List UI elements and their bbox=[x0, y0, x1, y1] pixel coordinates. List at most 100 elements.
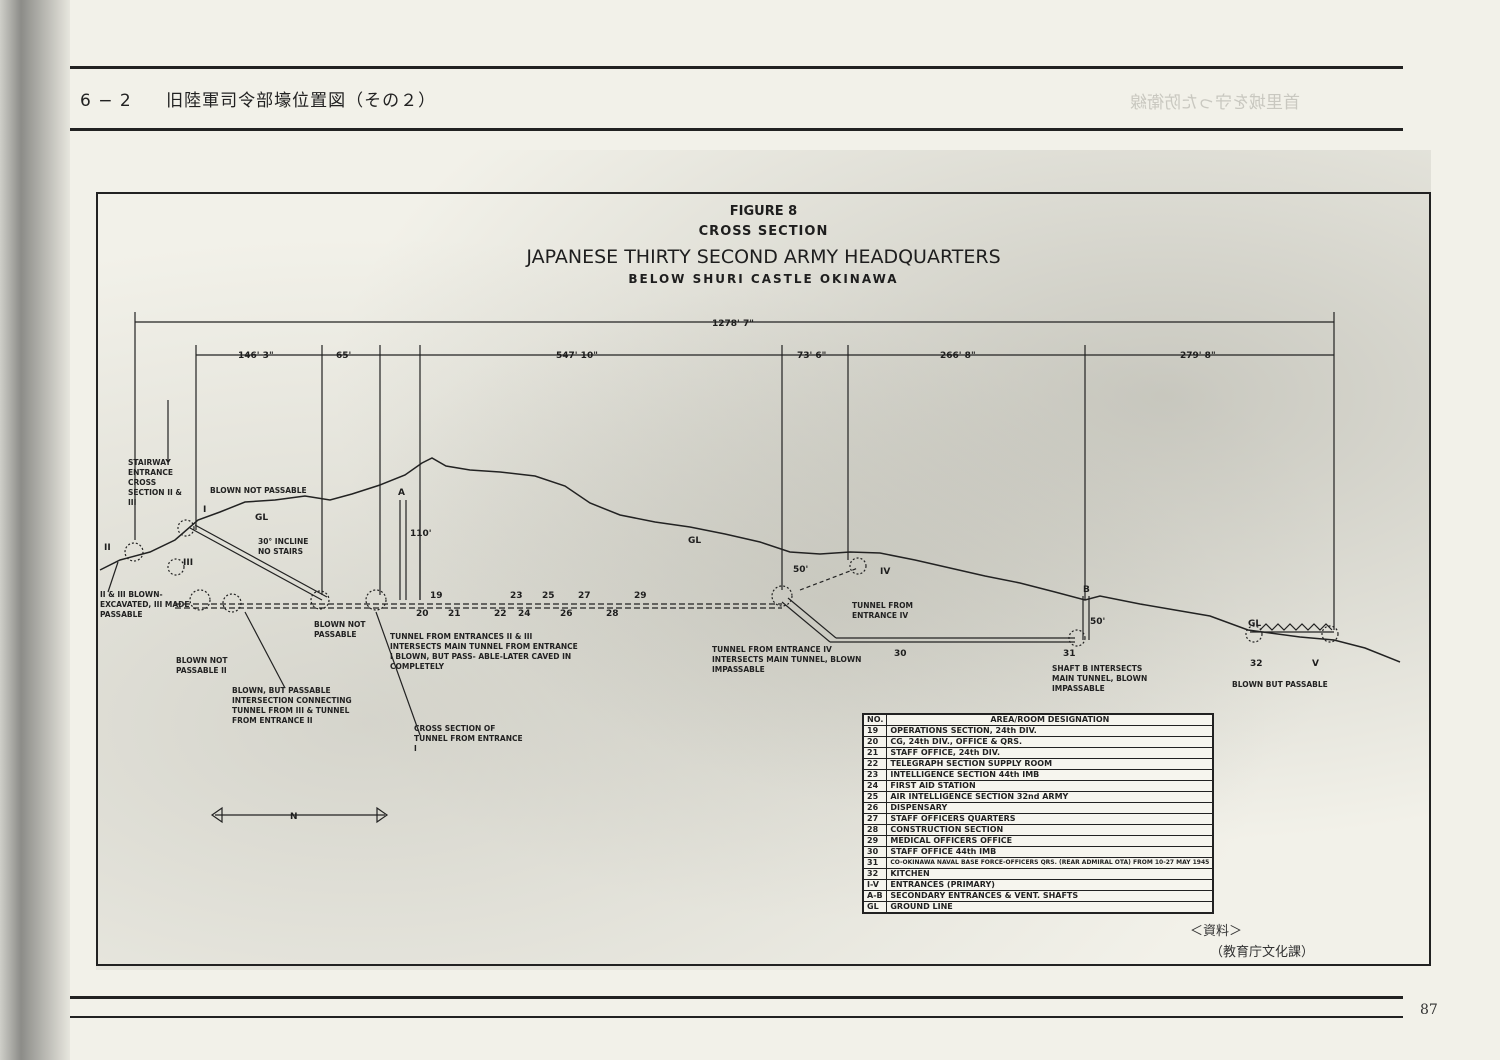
room-number: 31 bbox=[1063, 649, 1076, 659]
binding-gutter bbox=[0, 0, 70, 1060]
legend-number: 32 bbox=[862, 868, 888, 880]
depth-label: 50' bbox=[793, 565, 808, 575]
legend-header-row: NO.AREA/ROOM DESIGNATION bbox=[862, 713, 1214, 726]
section-number: 6 − 2 bbox=[80, 91, 132, 111]
bottom-rule-1 bbox=[70, 996, 1403, 999]
source-name: （教育庁文化課） bbox=[1210, 945, 1315, 960]
legend-designation: TELEGRAPH SECTION SUPPLY ROOM bbox=[886, 758, 1214, 770]
room-number: 26 bbox=[560, 609, 573, 619]
figure-frame: FIGURE 8 CROSS SECTION JAPANESE THIRTY S… bbox=[96, 192, 1431, 966]
room-number: 27 bbox=[578, 591, 591, 601]
room-number: 19 bbox=[430, 591, 443, 601]
ground-line-marker: GL bbox=[688, 536, 701, 546]
legend-number: 31 bbox=[862, 857, 888, 869]
blast-mark bbox=[177, 519, 195, 537]
room-number: 25 bbox=[542, 591, 555, 601]
incline-tunnel bbox=[194, 524, 328, 598]
marker-b: B bbox=[1083, 585, 1090, 595]
legend-designation: SECONDARY ENTRANCES & VENT. SHAFTS bbox=[886, 890, 1214, 902]
legend-designation: OPERATIONS SECTION, 24th DIV. bbox=[886, 725, 1214, 737]
legend-number: I-V bbox=[862, 879, 888, 891]
legend-designation: FIRST AID STATION bbox=[886, 780, 1214, 792]
marker-a: A bbox=[398, 488, 405, 498]
legend-designation: CG, 24th DIV., OFFICE & QRS. bbox=[886, 736, 1214, 748]
ground-line-marker: GL bbox=[1248, 619, 1261, 629]
note-ii-iii-blown: II & III BLOWN- EXCAVATED, III MADE PASS… bbox=[100, 590, 189, 619]
legend-header-designation: AREA/ROOM DESIGNATION bbox=[886, 713, 1214, 726]
tunnel-from-iv bbox=[799, 567, 859, 591]
legend-designation: STAFF OFFICERS QUARTERS bbox=[886, 813, 1214, 825]
note-blown-ii: BLOWN NOT PASSABLE II bbox=[176, 656, 228, 675]
figure-title: JAPANESE THIRTY SECOND ARMY HEADQUARTERS bbox=[526, 246, 1001, 268]
legend-designation: CONSTRUCTION SECTION bbox=[886, 824, 1214, 836]
figure-location: BELOW SHURI CASTLE OKINAWA bbox=[628, 272, 899, 286]
legend-number: 29 bbox=[862, 835, 888, 847]
depth-label: 50' bbox=[1090, 617, 1105, 627]
leader-line bbox=[107, 561, 119, 593]
note-stairway: STAIRWAY ENTRANCE CROSS SECTION II & III bbox=[128, 458, 182, 507]
blast-mark bbox=[365, 589, 387, 611]
segment-label: 266' 8" bbox=[940, 351, 976, 361]
segment-label: 279' 8" bbox=[1180, 351, 1216, 361]
source-label: ＜資料＞ bbox=[1190, 924, 1243, 939]
note-blown-passable: BLOWN, BUT PASSABLE INTERSECTION CONNECT… bbox=[232, 686, 352, 725]
north-arrow-tail bbox=[376, 806, 389, 824]
legend-number: 19 bbox=[862, 725, 888, 737]
page-header: 6 − 2 旧陸軍司令部壕位置図（その２） bbox=[80, 86, 436, 111]
top-rule-1 bbox=[70, 66, 1403, 69]
leader-line bbox=[244, 611, 286, 689]
room-number: 32 bbox=[1250, 659, 1263, 669]
note-shaft-b: SHAFT B INTERSECTS MAIN TUNNEL, BLOWN IM… bbox=[1052, 664, 1147, 693]
segment-label: 146' 3" bbox=[238, 351, 274, 361]
note-blown-v: BLOWN BUT PASSABLE bbox=[1232, 680, 1328, 689]
legend-number: 22 bbox=[862, 758, 888, 770]
entrance-numeral: IV bbox=[880, 567, 890, 577]
legend-designation: INTELLIGENCE SECTION 44th IMB bbox=[886, 769, 1214, 781]
depth-label: 110' bbox=[410, 529, 432, 539]
legend-number: 21 bbox=[862, 747, 888, 759]
section-title: 旧陸軍司令部壕位置図（その２） bbox=[166, 91, 437, 111]
legend-header-no: NO. bbox=[862, 713, 888, 726]
entrance-numeral: II bbox=[104, 543, 111, 553]
ground-line-marker: GL bbox=[255, 513, 268, 523]
legend-number: 24 bbox=[862, 780, 888, 792]
legend-number: 28 bbox=[862, 824, 888, 836]
legend-designation: ENTRANCES (PRIMARY) bbox=[886, 879, 1214, 891]
legend-number: 25 bbox=[862, 791, 888, 803]
page-number: 87 bbox=[1420, 1002, 1438, 1018]
room-number: 29 bbox=[634, 591, 647, 601]
segment-label: 65' bbox=[336, 351, 351, 361]
legend-number: A-B bbox=[862, 890, 888, 902]
legend-designation: STAFF OFFICE 44th IMB bbox=[886, 846, 1214, 858]
legend-designation: DISPENSARY bbox=[886, 802, 1214, 814]
room-number: 20 bbox=[416, 609, 429, 619]
legend-designation: AIR INTELLIGENCE SECTION 32nd ARMY bbox=[886, 791, 1214, 803]
room-number: 22 bbox=[494, 609, 507, 619]
legend-number: 23 bbox=[862, 769, 888, 781]
figure-subtitle: CROSS SECTION bbox=[698, 224, 829, 239]
room-number: 24 bbox=[518, 609, 531, 619]
note-tunnel-iv: TUNNEL FROM ENTRANCE IV bbox=[852, 601, 913, 620]
legend-number: 27 bbox=[862, 813, 888, 825]
segment-label: 73' 6" bbox=[797, 351, 826, 361]
segment-label: 547' 10" bbox=[556, 351, 598, 361]
room-number: 28 bbox=[606, 609, 619, 619]
blast-mark bbox=[771, 585, 793, 607]
incline-tunnel bbox=[189, 527, 323, 601]
blast-mark bbox=[189, 589, 211, 611]
bottom-rule-2 bbox=[70, 1016, 1403, 1018]
entrance-numeral: I bbox=[203, 505, 206, 515]
top-rule-2 bbox=[70, 128, 1403, 131]
